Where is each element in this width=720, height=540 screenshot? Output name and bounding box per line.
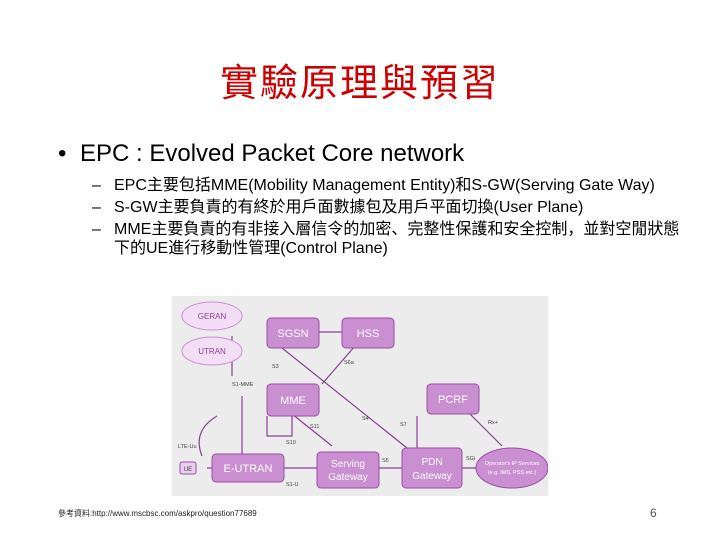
s6a-label: S6a: [344, 360, 355, 366]
s5-label: S5: [382, 458, 389, 464]
dash-marker: –: [92, 199, 101, 216]
dash-marker: –: [92, 177, 101, 194]
s1-u-label: S1-U: [286, 482, 299, 488]
utran-cloud: [181, 336, 243, 366]
sub-bullet-text: S-GW主要負責的有終於用戶面數據包及用戶平面切換(User Plane): [114, 199, 584, 216]
sub-bullet: – EPC主要包括MME(Mobility Management Entity)…: [92, 176, 692, 195]
sub-bullet-text: EPC主要包括MME(Mobility Management Entity)和S…: [114, 177, 655, 194]
bullet-dot: •: [58, 140, 67, 167]
sub-bullet-list: – EPC主要包括MME(Mobility Management Entity)…: [92, 176, 692, 261]
lte-uu-label: LTE-Uu: [178, 444, 197, 450]
hss-node: [341, 317, 395, 349]
sgsn-node: [266, 317, 320, 349]
rx-label: Rx+: [488, 420, 498, 426]
link-lte-curve: [198, 415, 218, 457]
s11-label: S11: [310, 424, 319, 430]
geran-label: GERAN: [198, 312, 227, 321]
pcrf-label: PCRF: [438, 394, 468, 406]
pdn-gateway-label-line2: Gateway: [412, 471, 451, 482]
s3-label: S3: [272, 364, 279, 370]
pcrf-node: [426, 383, 480, 415]
sgi-label: SGi: [466, 456, 475, 462]
slide-title: 實驗原理與預習: [219, 61, 500, 105]
sgsn-label: SGSN: [277, 328, 308, 340]
s1-mme-label: S1-MME: [232, 382, 254, 388]
page-number: 6: [650, 506, 657, 520]
geran-cloud: [181, 301, 243, 331]
link-sgsn-s4: [266, 335, 418, 457]
pdn-gateway-label-line1: PDN: [421, 457, 442, 468]
operator-ip-services-cloud: [475, 447, 548, 489]
mme-node: [266, 383, 320, 417]
s10-label: S10: [286, 440, 296, 446]
s7-label: S7: [400, 422, 407, 428]
main-bullet-text: EPC : Evolved Packet Core network: [80, 140, 465, 167]
dash-marker: –: [92, 221, 101, 238]
s4-label: S4: [362, 416, 369, 422]
pdn-gateway-node: [401, 447, 463, 489]
sub-bullet: – S-GW主要負責的有終於用戶面數據包及用戶平面切換(User Plane): [92, 198, 692, 217]
operator-ip-services-label-line1: Operator's IP Services: [485, 461, 540, 467]
serving-gateway-label-line1: Serving: [331, 459, 365, 470]
utran-label: UTRAN: [198, 347, 226, 356]
serving-gateway-node: [316, 451, 380, 489]
footer-reference: 參考資料:http://www.mscbsc.com/askpro/questi…: [58, 509, 257, 518]
epc-architecture-diagram: GERAN UTRAN SGSN HSS MME PCRF UE E-UTRAN…: [172, 296, 548, 496]
hss-label: HSS: [357, 328, 380, 340]
ue-node: [179, 461, 197, 475]
mme-label: MME: [280, 395, 306, 407]
ue-label: UE: [184, 467, 192, 473]
operator-ip-services-label-line2: (e.g. IMS, PSS etc.): [488, 470, 537, 476]
link-s10: [266, 416, 293, 437]
e-utran-label: E-UTRAN: [224, 463, 273, 475]
serving-gateway-label-line2: Gateway: [328, 472, 367, 483]
sub-bullet-text: MME主要負責的有非接入層信令的加密、完整性保護和安全控制，並對空閒狀態下的UE…: [114, 221, 680, 257]
main-bullet: • EPC : Evolved Packet Core network: [58, 140, 464, 168]
e-utran-node: [211, 453, 285, 483]
sub-bullet: – MME主要負責的有非接入層信令的加密、完整性保護和安全控制，並對空閒狀態下的…: [92, 220, 692, 258]
